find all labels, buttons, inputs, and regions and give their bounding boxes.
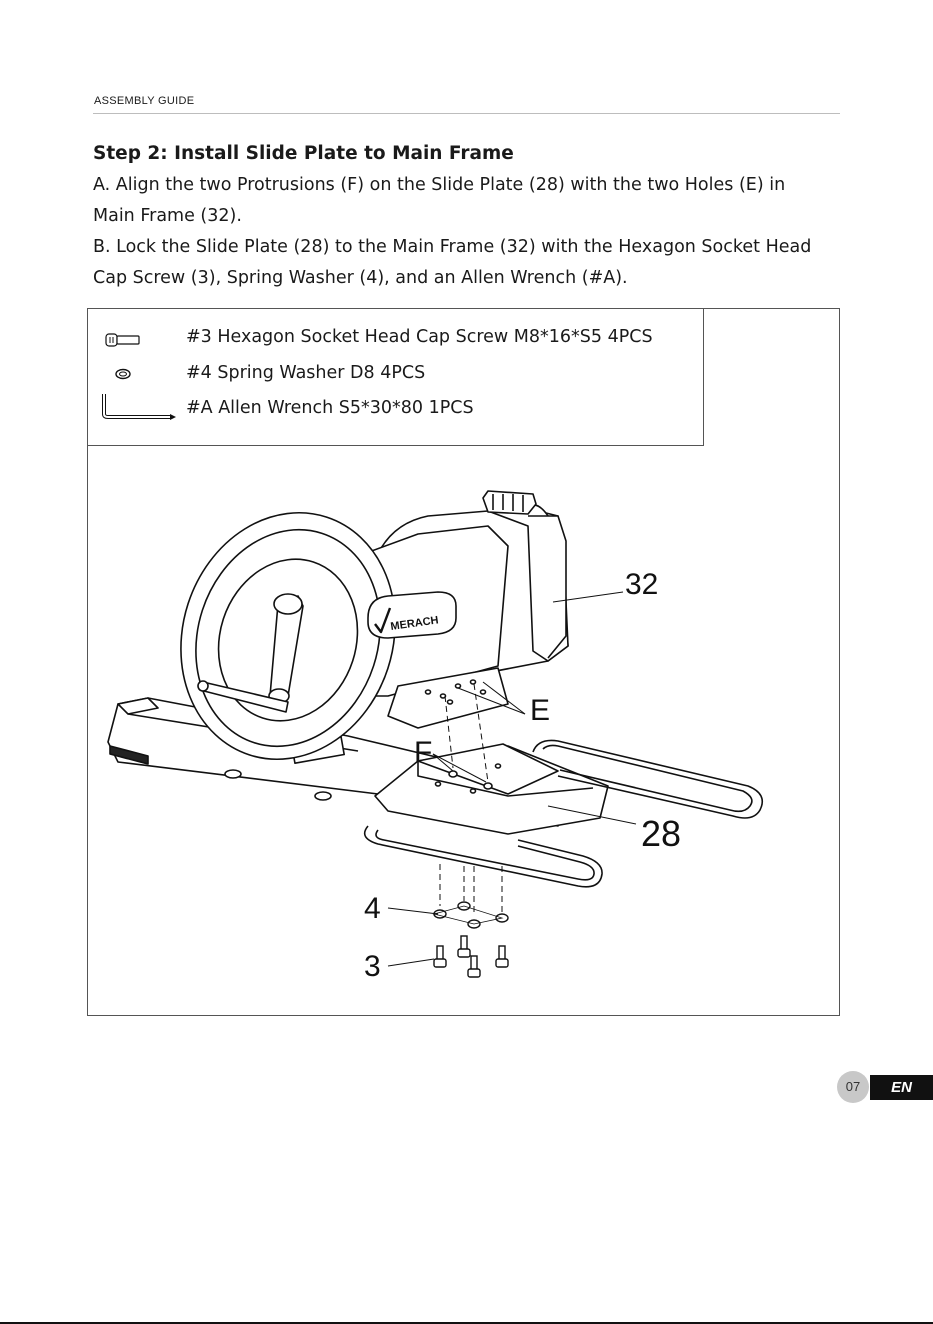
screw (433, 945, 447, 968)
section-label: ASSEMBLY GUIDE (94, 95, 195, 107)
spring-washer-icon (115, 368, 131, 380)
header-divider (93, 113, 840, 114)
callout-slide-plate: 28 (641, 813, 681, 854)
screw (467, 955, 481, 978)
callout-main-frame: 32 (625, 568, 658, 601)
instruction-line: Cap Screw (3), Spring Washer (4), and an… (93, 268, 628, 288)
language-tab: EN (870, 1075, 933, 1100)
screw (457, 935, 471, 958)
instruction-line: B. Lock the Slide Plate (28) to the Main… (93, 237, 812, 257)
callout-washer: 4 (364, 892, 381, 925)
page-bottom-rule (0, 1322, 933, 1324)
assembly-illustration: 32 E F 28 4 3 MERACH (107, 490, 764, 983)
callout-holes: E (530, 694, 550, 727)
page-number: 07 (837, 1071, 869, 1103)
allen-wrench-icon (102, 394, 176, 420)
instruction-line: A. Align the two Protrusions (F) on the … (93, 175, 786, 195)
diagram-frame (87, 308, 840, 1016)
callout-screw: 3 (364, 950, 381, 983)
parts-list-box (87, 308, 704, 446)
instruction-line: Main Frame (32). (93, 206, 242, 226)
cap-screw-icon (105, 333, 140, 347)
part-label-allen-wrench: #A Allen Wrench S5*30*80 1PCS (186, 398, 474, 418)
screw (495, 945, 509, 968)
step-title: Step 2: Install Slide Plate to Main Fram… (93, 143, 514, 164)
part-label-cap-screw: #3 Hexagon Socket Head Cap Screw M8*16*S… (186, 327, 653, 347)
callout-protrusions: F (414, 736, 432, 769)
part-label-spring-washer: #4 Spring Washer D8 4PCS (186, 363, 426, 383)
